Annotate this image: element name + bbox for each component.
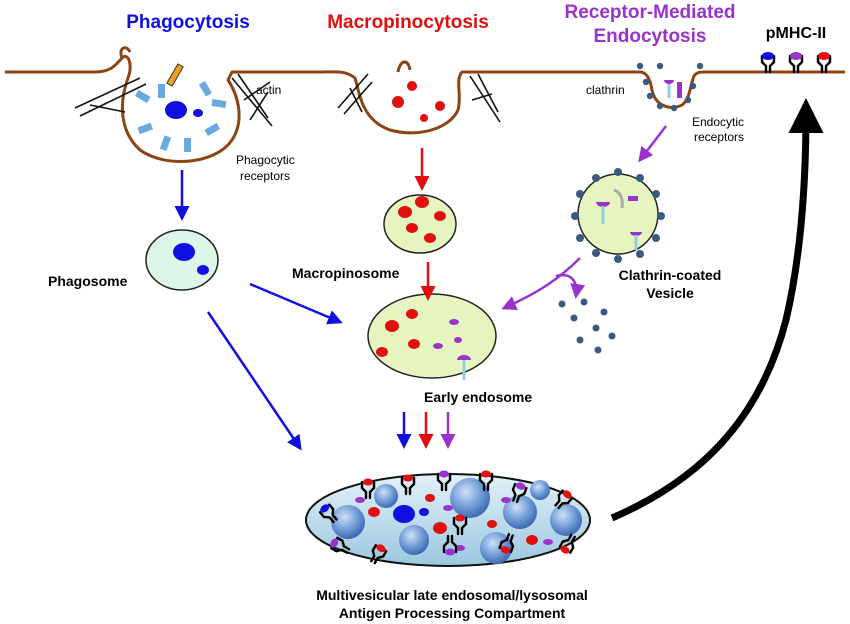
label-macropinosome: Macropinosome bbox=[292, 265, 400, 281]
plasma-membrane bbox=[5, 46, 845, 163]
label-clathrin-coated-vesicle-line1: Clathrin-coated bbox=[619, 267, 722, 283]
label-clathrin: clathrin bbox=[586, 83, 625, 97]
title-phagocytosis: Phagocytosis bbox=[126, 12, 250, 33]
label-endocytic-receptors-line2: receptors bbox=[694, 130, 744, 144]
label-phagocytic-receptors-line2: receptors bbox=[240, 169, 290, 183]
label-phagosome: Phagosome bbox=[48, 273, 128, 289]
macropinosome bbox=[383, 194, 457, 254]
phagocytic-cup-contents bbox=[134, 63, 227, 152]
label-early-endosome: Early endosome bbox=[424, 389, 532, 405]
clathrin-coated-vesicle bbox=[571, 168, 665, 263]
title-macropinocytosis: Macropinocytosis bbox=[327, 12, 489, 33]
clathrin-pit bbox=[636, 62, 704, 112]
actin-filaments bbox=[74, 73, 501, 127]
title-receptor-mediated-line2: Endocytosis bbox=[594, 26, 707, 47]
released-clathrin bbox=[558, 298, 616, 354]
macropinocytic-cup-contents bbox=[392, 81, 445, 122]
label-late-compartment-line2: Antigen Processing Compartment bbox=[339, 605, 566, 621]
arrows bbox=[174, 98, 824, 522]
label-actin: actin bbox=[256, 83, 281, 97]
title-pmhc-ii: pMHC-II bbox=[766, 25, 826, 42]
label-clathrin-coated-vesicle-line2: Vesicle bbox=[646, 285, 694, 301]
label-endocytic-receptors-line1: Endocytic bbox=[692, 115, 744, 129]
early-endosome bbox=[367, 293, 497, 380]
label-late-compartment-line1: Multivesicular late endosomal/lysosomal bbox=[316, 587, 588, 603]
late-endosome bbox=[305, 470, 591, 567]
title-receptor-mediated-line1: Receptor-Mediated bbox=[564, 2, 735, 23]
surface-pmhc-ii bbox=[760, 52, 832, 74]
phagosome bbox=[145, 229, 219, 291]
label-phagocytic-receptors-line1: Phagocytic bbox=[236, 153, 295, 167]
